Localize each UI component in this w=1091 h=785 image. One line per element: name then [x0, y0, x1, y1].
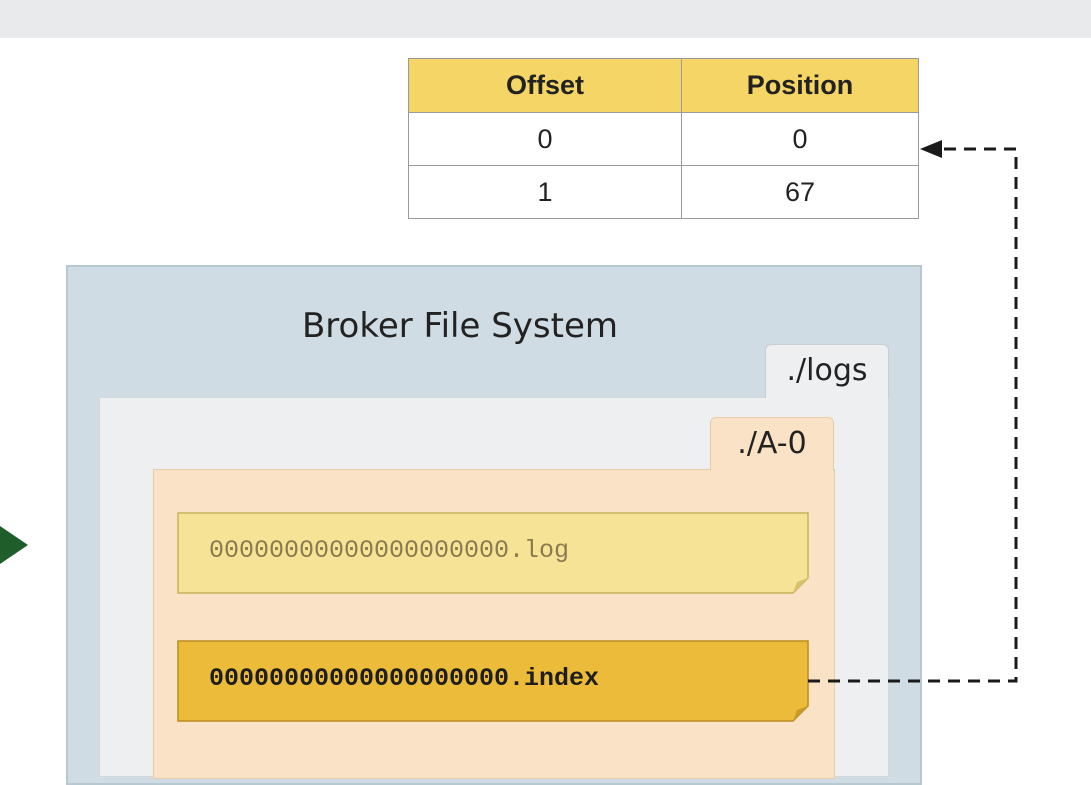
index-file-label: 00000000000000000000.index [209, 664, 600, 693]
offset-column-header: Offset [408, 58, 682, 113]
arrowhead-left-icon [920, 140, 942, 158]
index-file-fold [793, 706, 808, 721]
top-bar [0, 0, 1091, 38]
index-table: Offset Position 0 0 1 67 [408, 58, 919, 219]
logs-folder-tab: ./logs [765, 344, 889, 398]
log-file-fold [793, 578, 808, 593]
partition-folder-tab: ./A-0 [710, 417, 834, 471]
table-row: 0 0 [408, 112, 919, 166]
position-column-header: Position [681, 58, 919, 113]
offset-cell: 1 [408, 165, 682, 219]
position-cell: 0 [681, 112, 919, 166]
table-row: 1 67 [408, 165, 919, 219]
log-file-label: 00000000000000000000.log [209, 536, 570, 565]
index-table-header-row: Offset Position [408, 58, 919, 113]
file-shapes [177, 512, 809, 722]
file-system-title: Broker File System [301, 306, 619, 346]
position-cell: 67 [681, 165, 919, 219]
incoming-arrow-icon [0, 526, 28, 564]
dashed-connector-line [808, 147, 1018, 683]
index-to-table-connector [808, 140, 1018, 683]
